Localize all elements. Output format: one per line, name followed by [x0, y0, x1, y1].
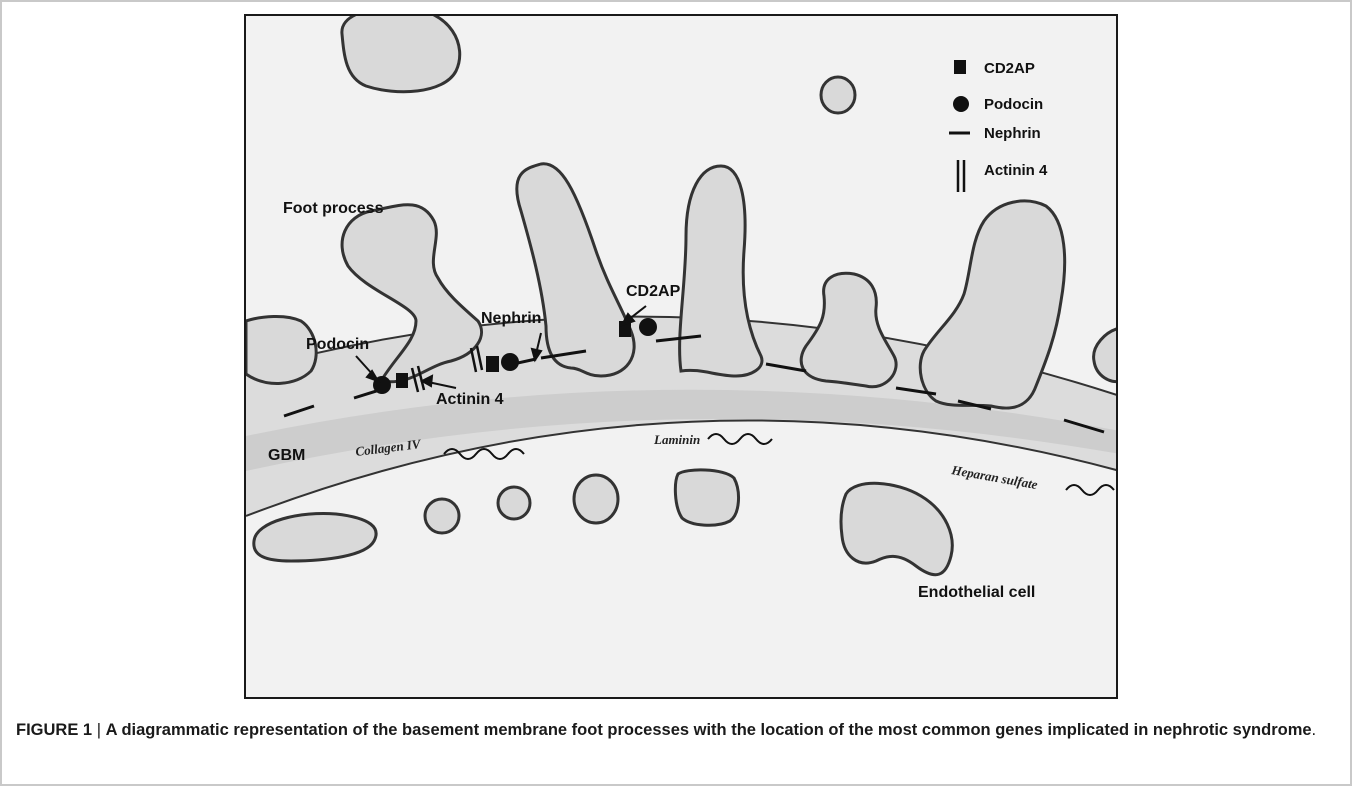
cell-blob-bottom-mid [675, 470, 738, 525]
cell-circle-top [821, 77, 855, 113]
caption-label: FIGURE 1 [16, 721, 92, 739]
label-endothelial: Endothelial cell [918, 584, 1035, 601]
label-cd2ap: CD2AP [626, 283, 681, 300]
diagram-svg: CD2AP Podocin Nephrin Actinin 4 Foot pro… [246, 16, 1118, 699]
cell-circle-bottom-1 [425, 499, 459, 533]
legend: CD2AP Podocin Nephrin Actinin 4 [949, 60, 1048, 192]
label-actinin: Actinin 4 [436, 391, 504, 408]
foot-process-4 [801, 273, 896, 386]
label-foot-process: Foot process [283, 200, 384, 217]
label-gbm: GBM [268, 447, 305, 464]
caption-text: A diagrammatic representation of the bas… [106, 721, 1312, 739]
label-heparan: Heparan sulfate [949, 462, 1039, 492]
cell-partial-right [1094, 328, 1118, 382]
caption-separator: | [92, 721, 105, 739]
figure-caption: FIGURE 1 | A diagrammatic representation… [16, 718, 1326, 742]
caption-end: . [1312, 721, 1317, 739]
label-podocin: Podocin [306, 336, 369, 353]
legend-square-icon [954, 60, 966, 74]
legend-label-actinin: Actinin 4 [984, 162, 1048, 179]
figure-diagram: CD2AP Podocin Nephrin Actinin 4 Foot pro… [244, 14, 1118, 699]
cell-blob-top-left [342, 16, 460, 92]
legend-circle-icon [953, 96, 969, 112]
foot-process-3 [680, 166, 762, 376]
label-laminin: Laminin [653, 432, 700, 447]
endothelial-cell [841, 483, 952, 574]
label-nephrin: Nephrin [481, 310, 541, 327]
cell-circle-bottom-3 [574, 475, 618, 523]
legend-label-nephrin: Nephrin [984, 125, 1041, 142]
cell-circle-bottom-2 [498, 487, 530, 519]
legend-label-podocin: Podocin [984, 96, 1043, 113]
cell-blob-bottom-left [254, 513, 376, 561]
legend-label-cd2ap: CD2AP [984, 60, 1035, 77]
